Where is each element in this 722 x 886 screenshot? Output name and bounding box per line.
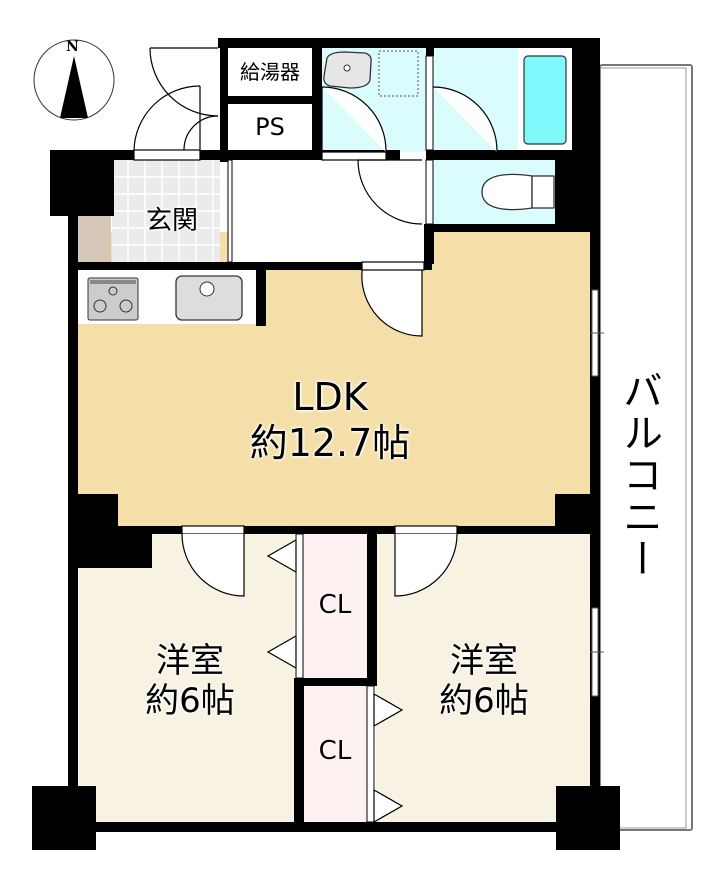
western-right-name: 洋室	[450, 641, 518, 681]
shoe-box	[78, 216, 111, 262]
bathtub	[523, 55, 567, 145]
water-heater-label: 給湯器	[240, 60, 300, 84]
toilet-icon	[481, 173, 555, 211]
sink-icon	[175, 275, 243, 321]
bathroom-floor	[433, 48, 518, 152]
washbasin-icon	[323, 51, 372, 89]
doors	[133, 47, 498, 824]
compass-icon	[33, 39, 115, 121]
entrance-tile	[112, 160, 220, 262]
windows	[590, 289, 604, 697]
walls	[32, 38, 620, 850]
stove-icon	[87, 277, 139, 321]
ldk-name: LDK	[292, 375, 368, 419]
pipe-space-label: PS	[255, 113, 285, 141]
washing-machine-space	[378, 50, 419, 97]
western-right-area: 約6帖	[439, 681, 529, 721]
closet-upper-label: CL	[318, 590, 352, 620]
closet-lower-floor	[303, 686, 367, 824]
western-left-floor	[76, 534, 294, 824]
balcony-label: バルコニー	[616, 370, 662, 580]
entrance-label: 玄関	[145, 206, 198, 236]
ldk-area: 約12.7帖	[249, 421, 411, 465]
western-left-area: 約6帖	[145, 681, 235, 721]
closet-upper-floor	[303, 534, 367, 678]
compass-north-label: N	[66, 39, 79, 55]
western-left-name: 洋室	[156, 641, 224, 681]
closet-lower-label: CL	[318, 736, 352, 766]
